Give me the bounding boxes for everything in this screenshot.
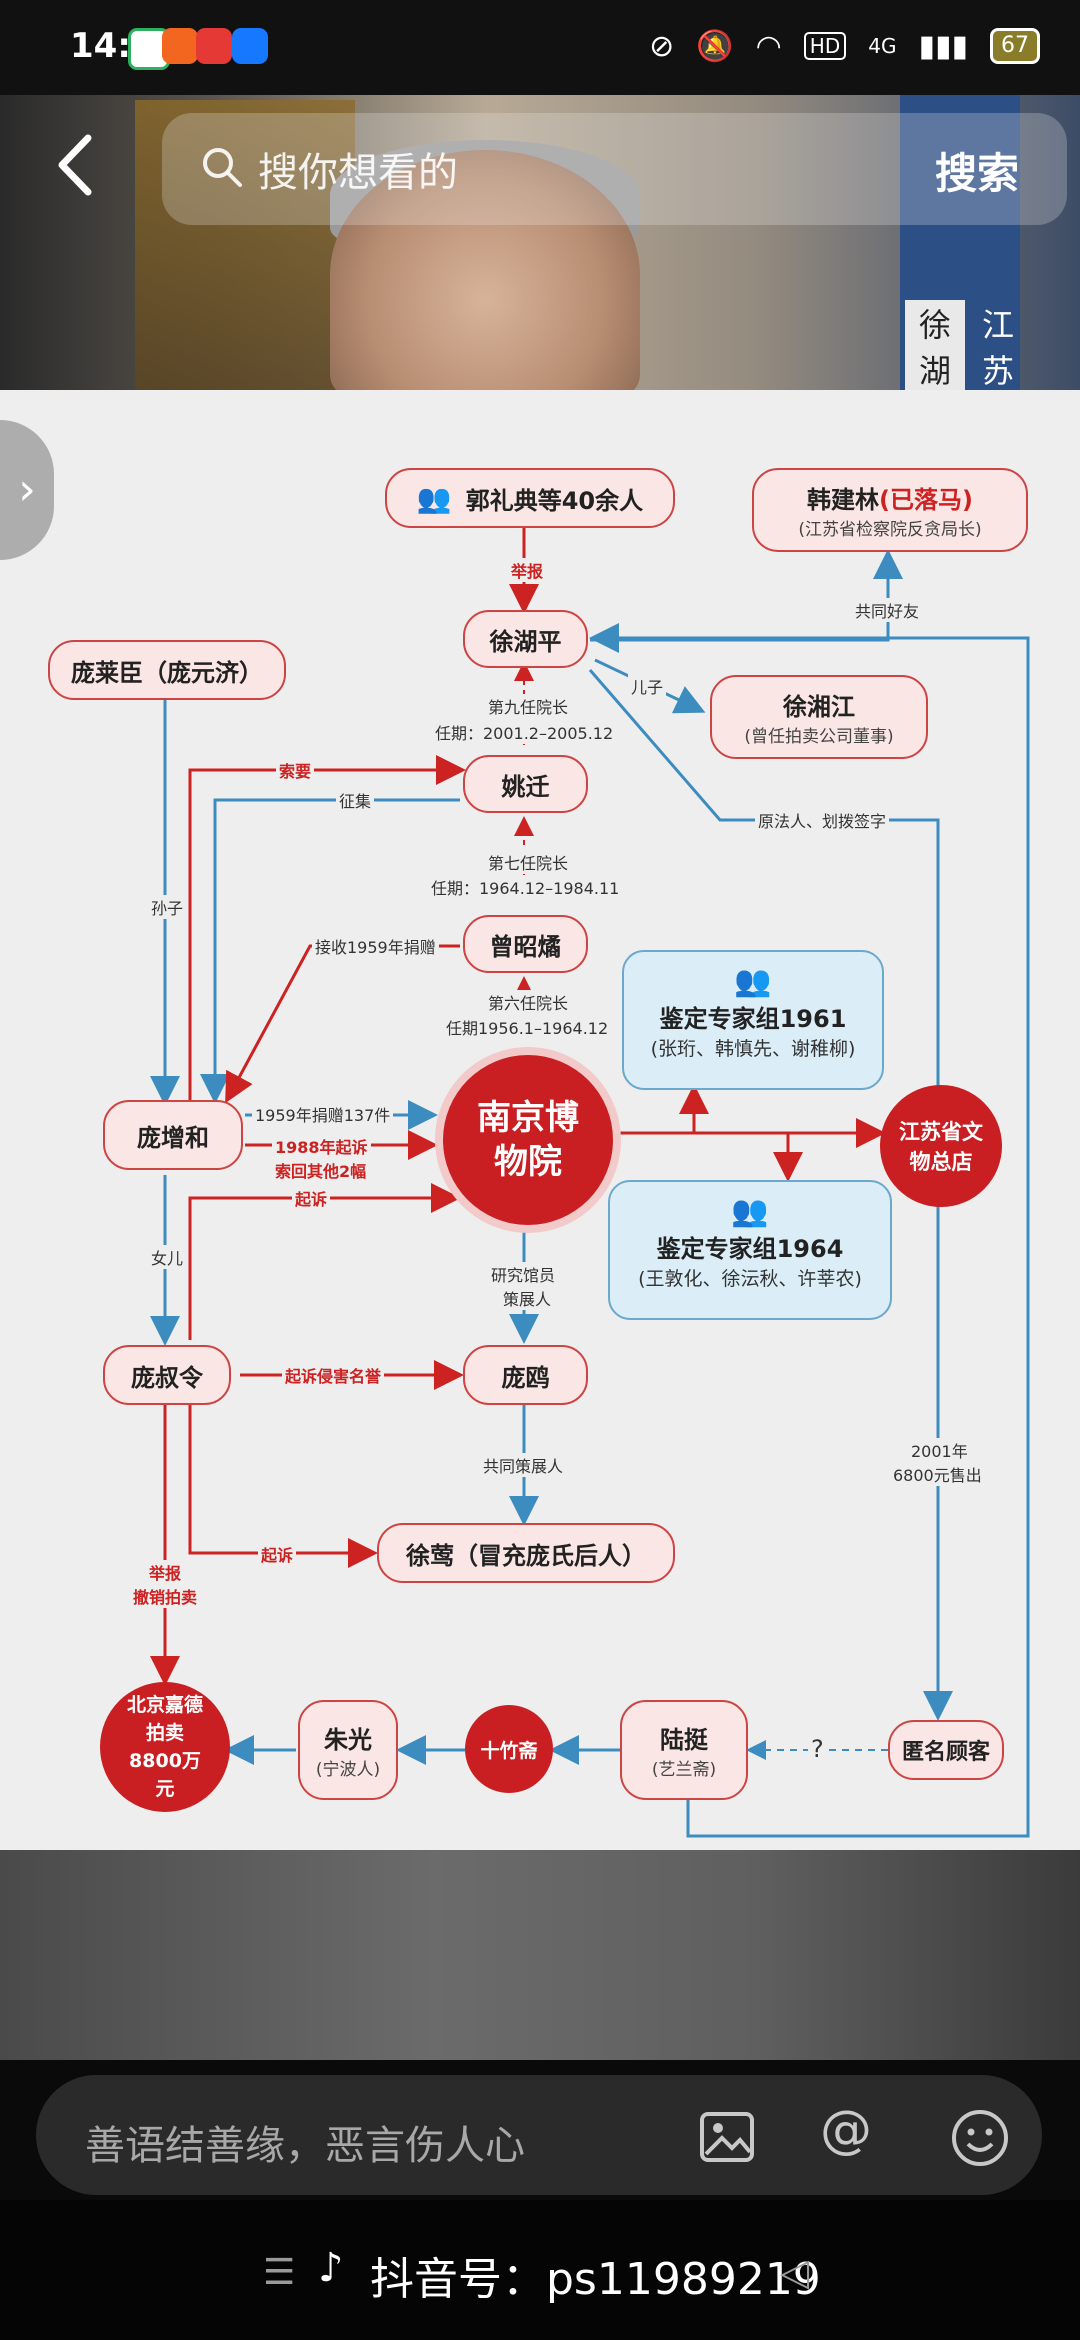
label-sixth: 第六任院长 xyxy=(485,990,572,1014)
search-button[interactable]: 搜索 xyxy=(935,149,1020,198)
node-shizhuzhai: 十竹斋 xyxy=(465,1705,553,1793)
label-researcher: 研究馆员 xyxy=(488,1262,559,1286)
signal-icon: ▮▮▮ xyxy=(918,28,968,64)
emoji-icon[interactable] xyxy=(950,2108,1010,2181)
douyin-icon: ♪ xyxy=(318,2245,344,2291)
label-question: ? xyxy=(808,1735,827,1763)
node-nanjing-museum: 南京博物院 xyxy=(443,1055,613,1225)
node-zeng-zhaoyu: 曾昭燏 xyxy=(463,915,588,973)
app-icon-2 xyxy=(162,28,198,64)
search-icon xyxy=(200,145,244,193)
label-sue2: 起诉 xyxy=(258,1542,297,1566)
node-expert-1961: 👥 鉴定专家组1961 (张珩、韩慎先、谢稚柳) xyxy=(622,950,884,1090)
node-jiangsu-store: 江苏省文物总店 xyxy=(880,1085,1002,1207)
system-icons: ⊘ 🔕 ◠ HD 4G ▮▮▮ 67 xyxy=(649,28,1040,64)
app-icon-4 xyxy=(232,28,268,64)
people-icon: 👥 xyxy=(416,481,452,515)
label-demand: 索要 xyxy=(276,758,315,782)
hd-icon: HD xyxy=(803,32,847,60)
people-icon: 👥 xyxy=(734,964,772,999)
comment-input[interactable] xyxy=(36,2075,1042,2195)
label-sold-price: 6800元售出 xyxy=(890,1462,985,1486)
people-icon: 👥 xyxy=(731,1194,769,1229)
node-expert-1964: 👥 鉴定专家组1964 (王敦化、徐沄秋、许莘农) xyxy=(608,1180,892,1320)
video-frame-bottom[interactable] xyxy=(0,1850,1080,2060)
menu-icon[interactable]: ☰ xyxy=(263,2252,296,2293)
relationship-diagram: 👥 郭礼典等40余人 韩建林(已落马) (江苏省检察院反贪局长) 徐湖平 庞莱臣… xyxy=(0,390,1080,1850)
label-donate: 1959年捐赠137件 xyxy=(252,1102,394,1126)
search-bar[interactable] xyxy=(162,113,1067,225)
label-co-curator: 共同策展人 xyxy=(480,1453,567,1477)
label-ninth: 第九任院长 xyxy=(485,694,572,718)
label-sold: 2001年 xyxy=(908,1438,971,1462)
node-anonymous: 匿名顾客 xyxy=(888,1720,1004,1780)
person-face xyxy=(330,150,640,400)
label-son: 儿子 xyxy=(628,674,667,698)
label-seventh: 第七任院长 xyxy=(485,850,572,874)
label-ninth-term: 任期：2001.2–2005.12 xyxy=(432,720,617,744)
node-xu-xiangjiang: 徐湘江 (曾任拍卖公司董事) xyxy=(710,675,928,759)
label-daughter: 女儿 xyxy=(148,1245,187,1269)
node-pang-shuling: 庞叔令 xyxy=(103,1345,231,1405)
node-yao-qian: 姚迁 xyxy=(463,755,588,813)
battery-indicator: 67 xyxy=(990,28,1040,64)
mention-icon[interactable]: @ xyxy=(820,2100,872,2160)
label-sixth-term: 任期1956.1–1964.12 xyxy=(443,1015,612,1039)
image-icon[interactable] xyxy=(698,2108,756,2179)
wifi-icon: ◠ xyxy=(755,28,782,64)
node-xu-ying: 徐莺（冒充庞氏后人） xyxy=(377,1523,675,1583)
label-receive: 接收1959年捐赠 xyxy=(312,934,439,958)
node-pang-ou: 庞鸥 xyxy=(463,1345,588,1405)
label-recover: 索回其他2幅 xyxy=(272,1158,370,1182)
comment-placeholder[interactable]: 善语结善缘，恶言伤人心 xyxy=(85,2123,525,2169)
system-nav-bar xyxy=(0,2200,1080,2340)
label-sue1988: 1988年起诉 xyxy=(272,1134,371,1158)
search-input[interactable]: 搜你想看的 xyxy=(258,150,458,196)
node-beijing-auction: 北京嘉德拍卖8800万元 xyxy=(100,1682,230,1812)
node-guo: 👥 郭礼典等40余人 xyxy=(385,468,675,528)
app-icon-3 xyxy=(196,28,232,64)
label-collect: 征集 xyxy=(336,788,375,812)
node-pang-zenghe: 庞增和 xyxy=(103,1100,243,1170)
label-legal: 原法人、划拨签字 xyxy=(755,808,890,832)
label-friend: 共同好友 xyxy=(852,598,923,622)
back-arrow-icon xyxy=(58,134,92,196)
label-curator: 策展人 xyxy=(500,1286,555,1310)
node-xu-huping: 徐湖平 xyxy=(463,610,588,668)
label-defame: 起诉侵害名誉 xyxy=(282,1363,385,1387)
node-pang-laichen: 庞莱臣（庞元济） xyxy=(48,640,286,700)
network-type: 4G xyxy=(868,34,897,58)
node-han: 韩建林(已落马) (江苏省检察院反贪局长) xyxy=(752,468,1028,552)
label-grandson: 孙子 xyxy=(148,895,187,919)
background-painting xyxy=(135,100,355,400)
banner-text-left: 徐湖 xyxy=(905,300,965,392)
node-zhu-guang: 朱光 (宁波人) xyxy=(298,1700,398,1800)
account-id: 抖音号：ps11989219 xyxy=(370,2254,821,2305)
label-seventh-term: 任期：1964.12–1984.11 xyxy=(428,875,623,899)
label-report: 举报 xyxy=(508,558,547,582)
mute-icon: 🔕 xyxy=(696,28,734,64)
label-sue: 起诉 xyxy=(292,1186,331,1210)
chevron-right-icon: › xyxy=(18,464,36,515)
label-cancel-auction: 撤销拍卖 xyxy=(130,1584,201,1608)
nav-back-icon[interactable]: ◁ xyxy=(780,2250,810,2294)
back-button[interactable] xyxy=(50,130,100,200)
banner-text-right: 江苏 xyxy=(981,306,1014,390)
label-report-cancel: 举报 xyxy=(146,1560,185,1584)
nfc-icon: ⊘ xyxy=(649,28,675,64)
node-lu-ting: 陆挺 (艺兰斋) xyxy=(620,1700,748,1800)
